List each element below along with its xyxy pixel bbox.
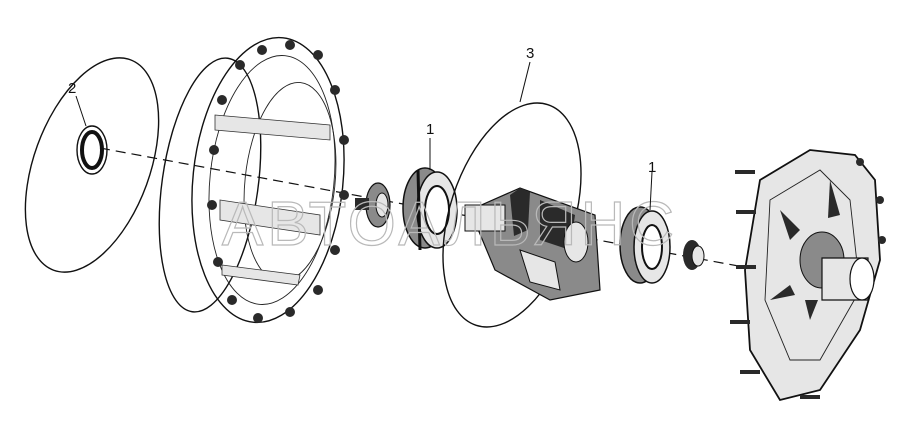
callout-1-left: 1 [426,121,434,138]
leader-line-2 [75,95,87,127]
gasket-disc [24,57,160,273]
rotor [464,187,601,301]
leader-line-3 [519,61,531,103]
callout-1-right: 1 [648,159,656,176]
small-gear [683,240,705,270]
watermark-text: АВТОАЛЬЯНС [222,190,678,259]
leader-line-1-right [649,171,653,211]
end-cover [730,149,886,402]
bearing-left [402,167,458,251]
bell-housing [158,36,349,324]
callout-2: 2 [68,80,76,97]
small-hub [355,182,391,228]
callout-3: 3 [526,45,534,62]
bearing-right [619,206,671,284]
